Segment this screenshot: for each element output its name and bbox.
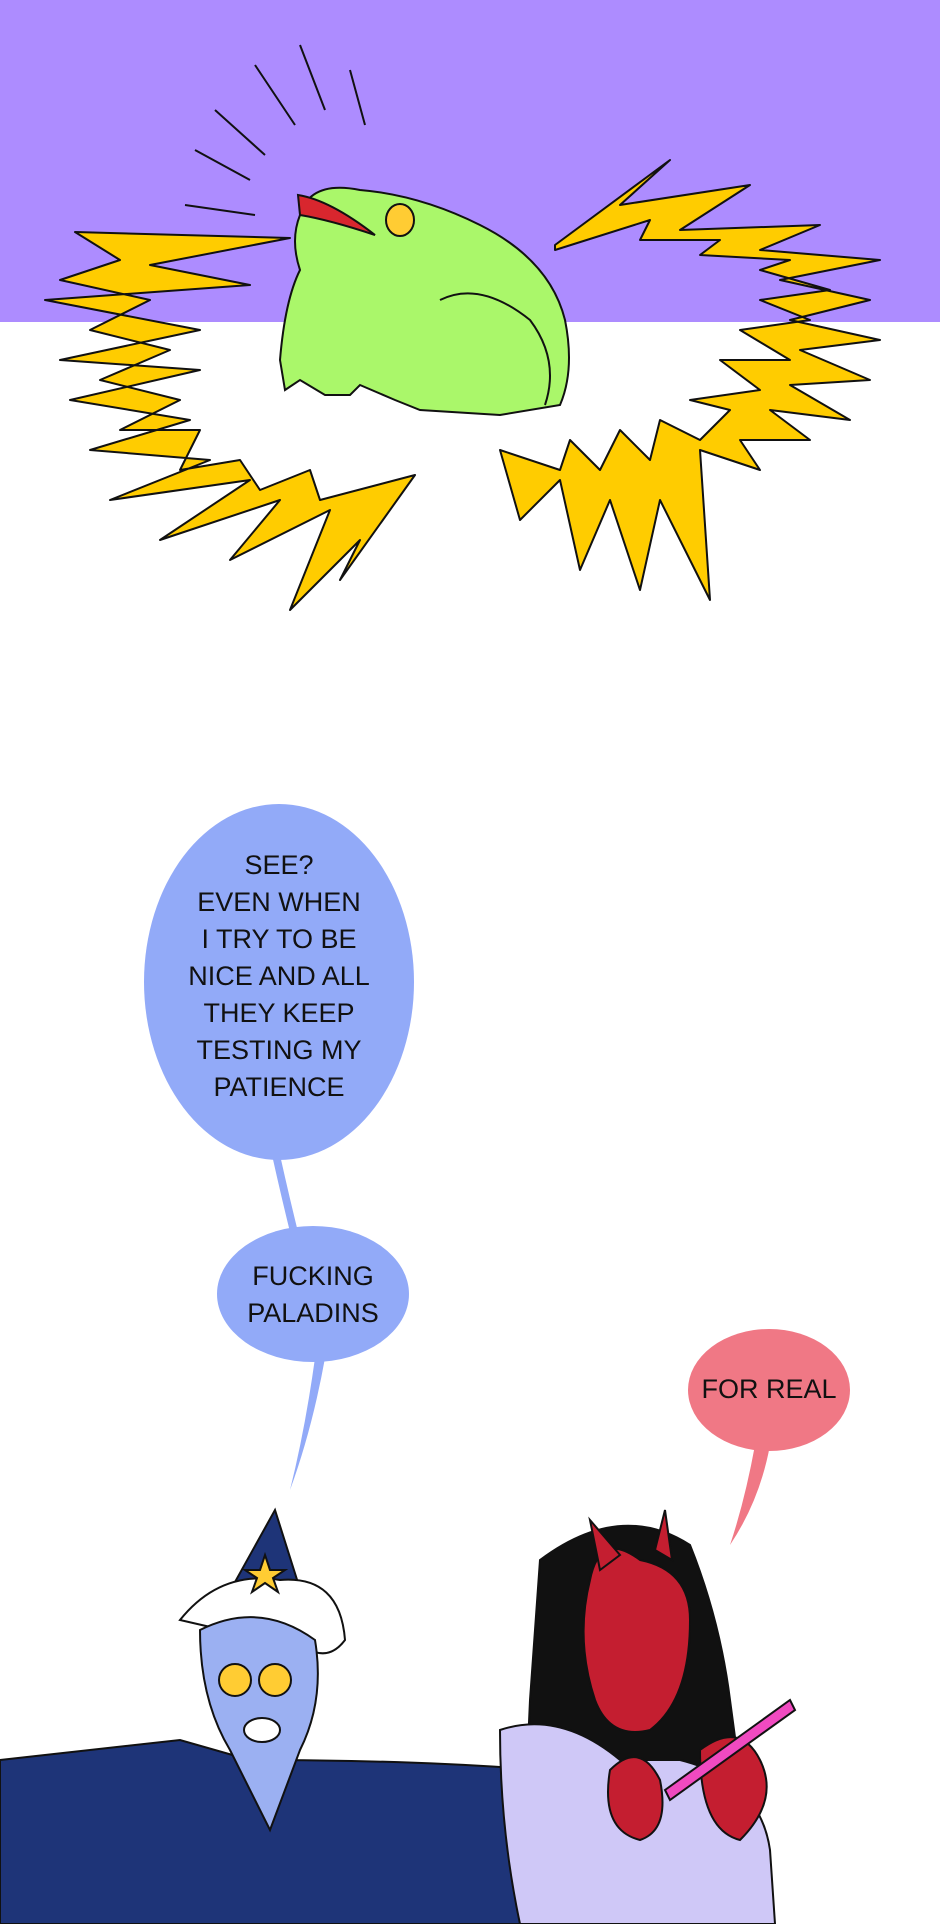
wizard-speech-text-1: SEE? EVEN WHEN I TRY TO BE NICE AND ALL … bbox=[188, 850, 370, 1102]
lightning-right bbox=[499, 159, 881, 601]
bubble-tail bbox=[272, 1155, 300, 1240]
wizard-speech-bubble-2 bbox=[217, 1226, 409, 1362]
wizard-character bbox=[0, 1507, 602, 1924]
demon-character bbox=[498, 1509, 797, 1924]
frog bbox=[278, 186, 570, 417]
dialogue-panel bbox=[0, 804, 850, 1924]
wizard-speech-bubble-1 bbox=[144, 804, 414, 1160]
demon-speech-bubble bbox=[688, 1329, 850, 1451]
frog-panel bbox=[0, 0, 940, 611]
lightning-left bbox=[44, 231, 416, 611]
emphasis-lines bbox=[184, 44, 366, 216]
demon-speech-text: FOR REAL bbox=[701, 1374, 837, 1404]
bubble-tail bbox=[730, 1445, 770, 1545]
bubble-tail bbox=[290, 1358, 325, 1490]
wizard-speech-text-2: FUCKING PALADINS bbox=[247, 1261, 379, 1328]
